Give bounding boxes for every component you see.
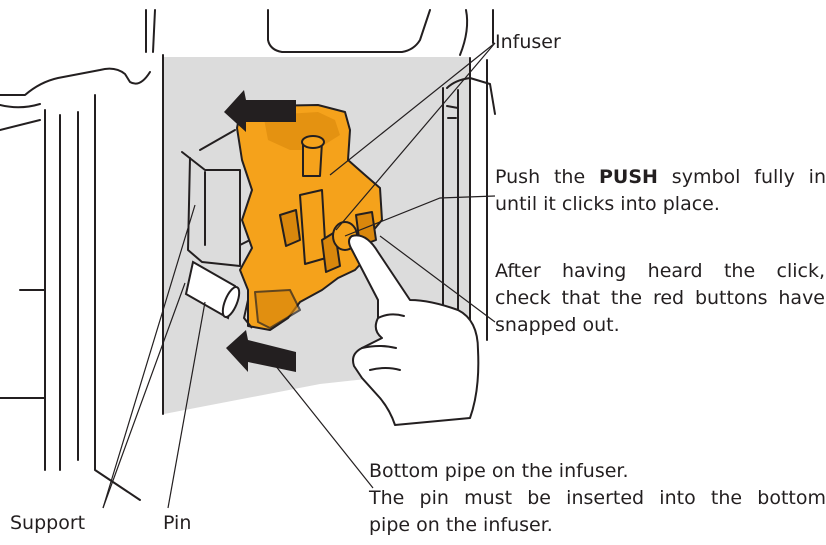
label-bottom-line1: Bottom pipe on the infuser. [369, 460, 629, 482]
label-push-after: symbol fully in [657, 166, 826, 188]
label-push-bold: PUSH [599, 166, 658, 188]
leader-lines [102, 42, 496, 509]
label-after-click: After having heard the click, check that… [495, 258, 825, 339]
label-push-line2: until it clicks into place. [495, 193, 720, 215]
label-after-line2: check that the red buttons have [495, 287, 825, 309]
label-bottom-line2: The pin must be inserted into the bottom [369, 487, 826, 509]
label-pin: Pin [163, 512, 192, 534]
infuser-unit [236, 104, 383, 331]
label-bottom-pipe: Bottom pipe on the infuser. The pin must… [369, 458, 826, 539]
pin-cylinder [184, 260, 241, 320]
label-bottom-line3: pipe on the infuser. [369, 514, 553, 536]
hand-pushing [348, 234, 480, 426]
label-push-instruction: Push the PUSH symbol fully in until it c… [495, 164, 826, 218]
label-after-line3: snapped out. [495, 314, 620, 336]
label-infuser: Infuser [495, 31, 561, 53]
label-after-line1: After having heard the click, [495, 260, 825, 282]
label-push-before: Push the [495, 166, 599, 188]
label-support: Support [10, 512, 86, 534]
push-arrows [224, 90, 296, 372]
machine-body [0, 9, 496, 501]
